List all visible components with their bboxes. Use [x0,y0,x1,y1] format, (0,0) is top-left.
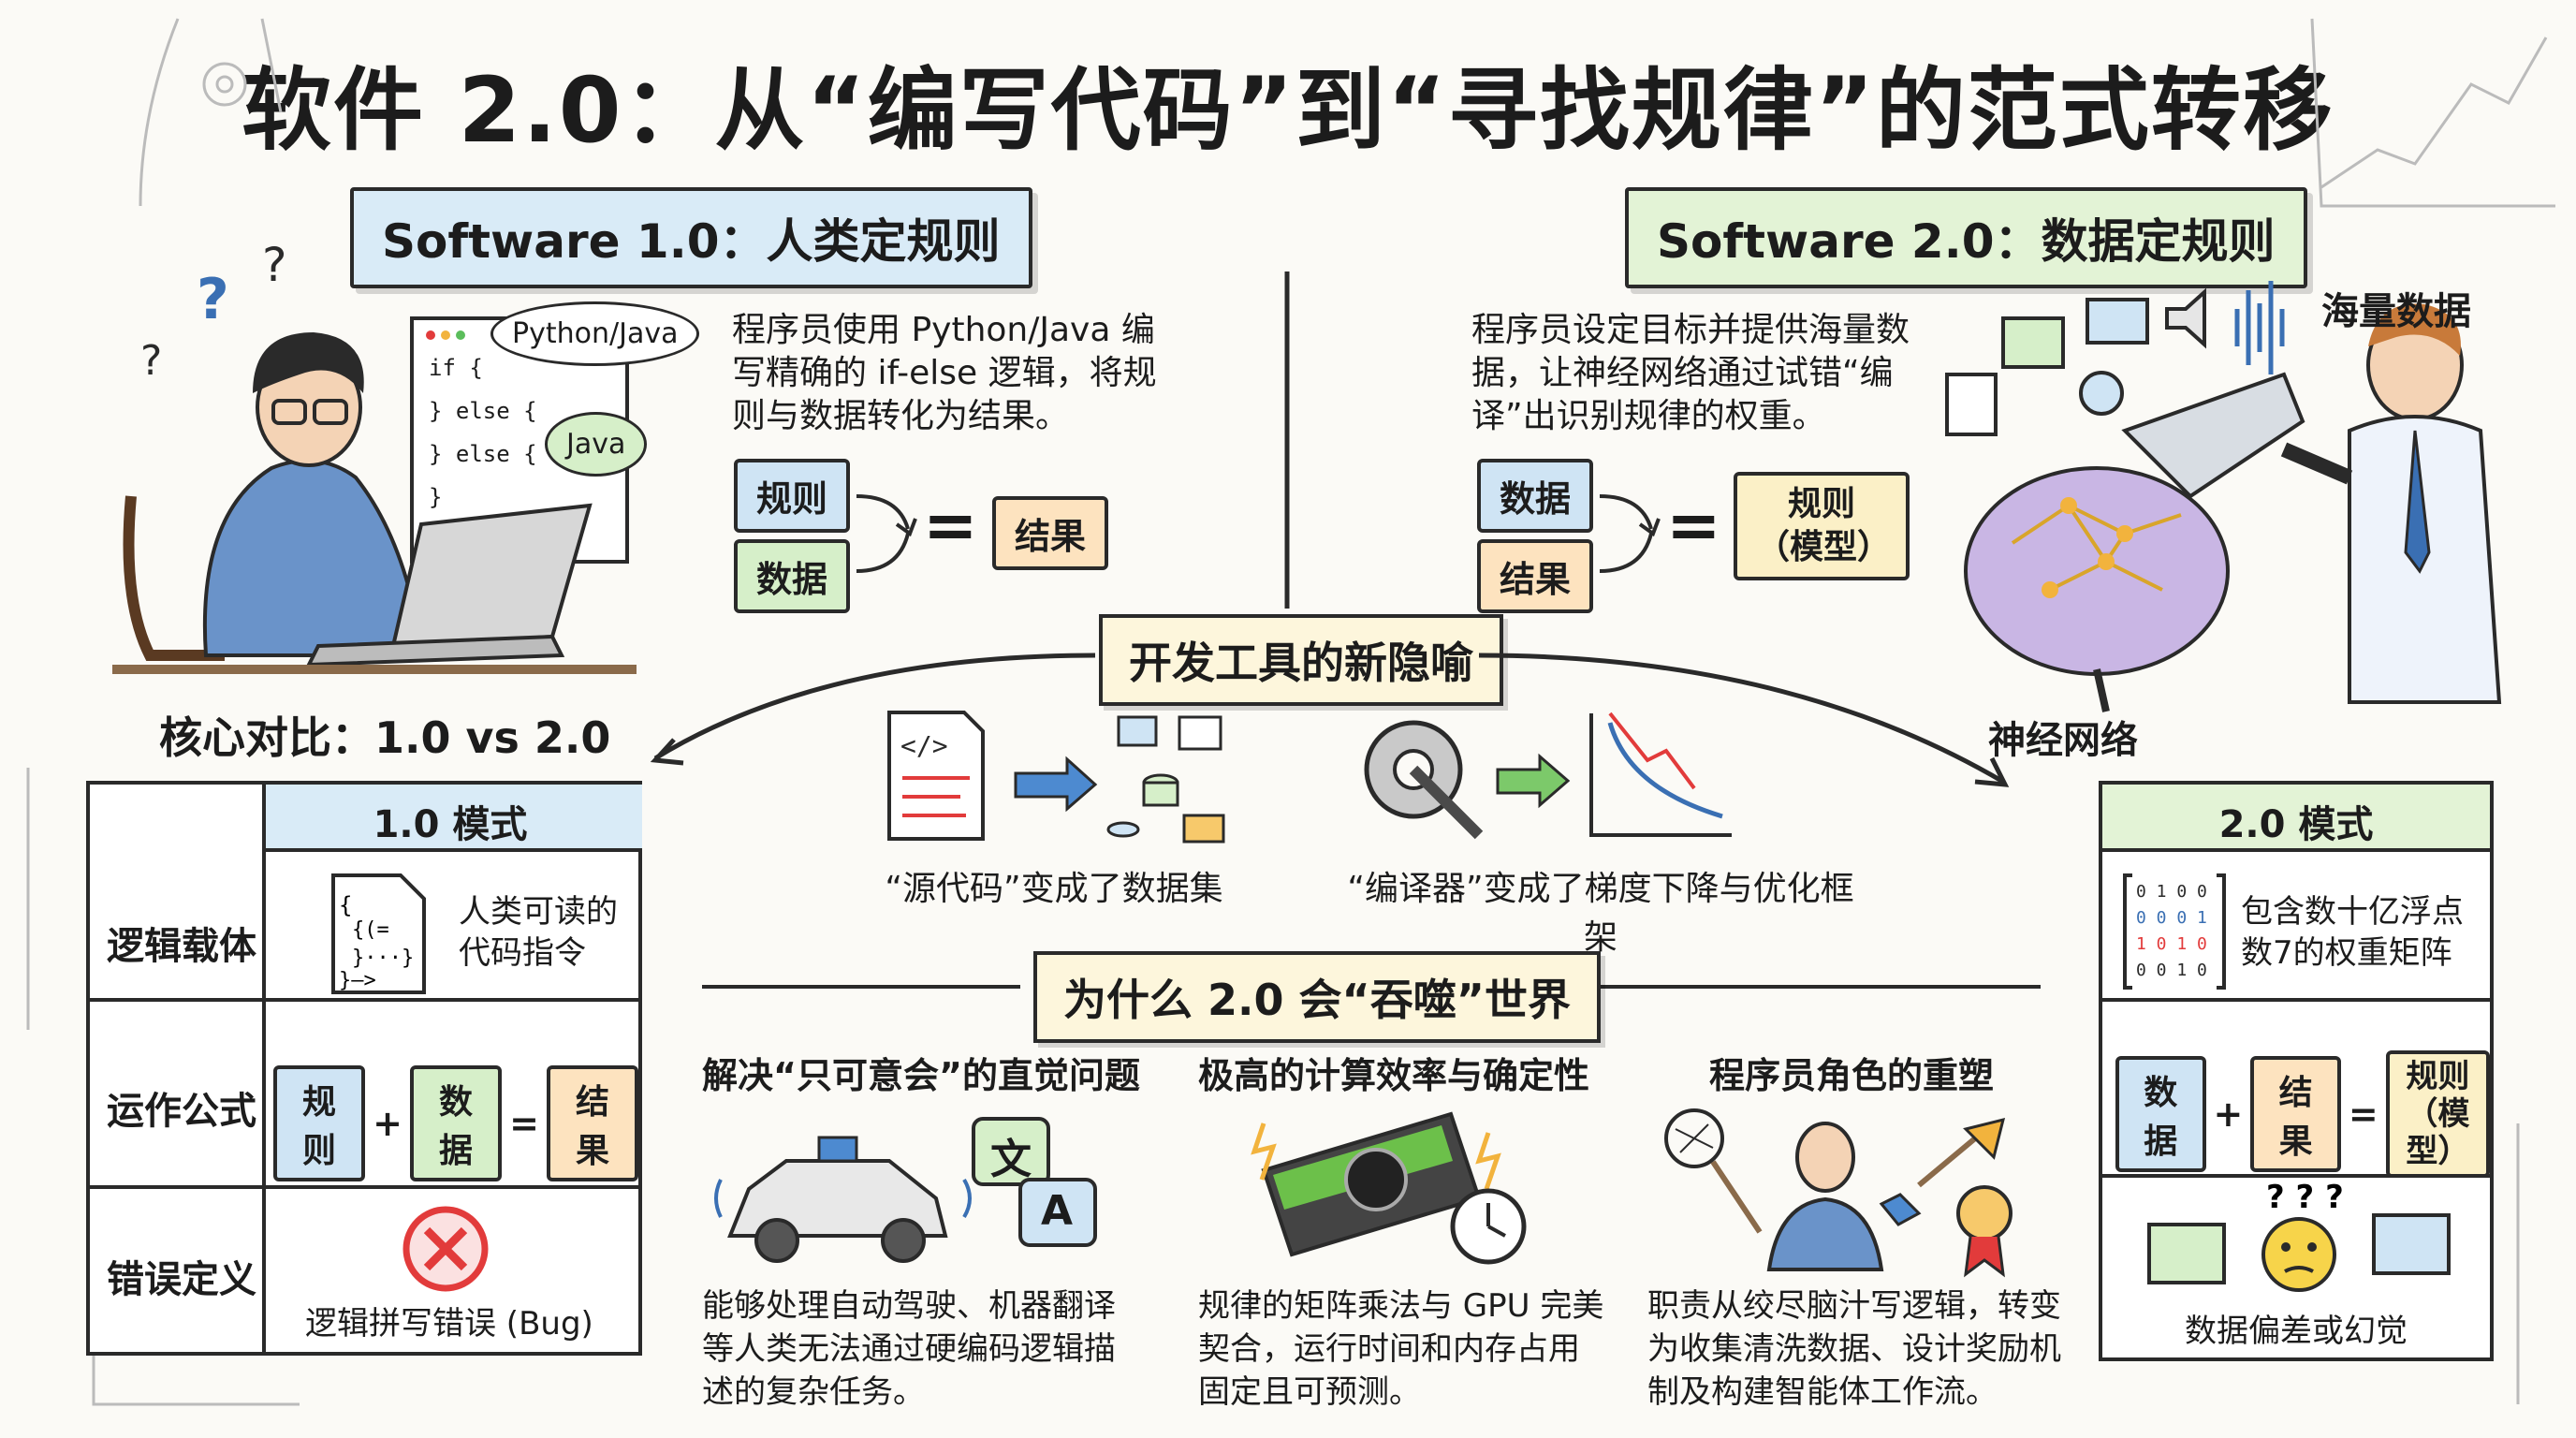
data-funnel-illustration [1945,281,2502,712]
why-col-3-title: 程序员角色的重塑 [1709,1055,1995,1096]
svg-text:?: ? [262,238,287,292]
table-divider [2102,998,2490,1002]
programmer-illustration: ? ? ? [112,238,637,674]
metaphor-heading: 开发工具的新隐喻 [1099,614,1503,706]
svg-text:}—>: }—> [339,969,376,992]
logic-carrier-2-value: 包含数十亿浮点数7的权重矩阵 [2241,893,2464,972]
code-line: } else { [429,398,537,424]
formula-2-rules-model: 规则（模型） [2385,1050,2490,1178]
formula-input-data: 数据 [734,539,851,613]
svg-text:1 0 1 0: 1 0 1 0 [2136,934,2207,954]
equals-sign: = [2348,1093,2378,1135]
svg-text:0 0 0 1: 0 0 0 1 [2136,908,2207,928]
why-col-3-text: 职责从绞尽脑汁写逻辑，转变为收集清洗数据、设计奖励机制及构建智能体工作流。 [1647,1287,2061,1411]
error-x-icon [402,1206,489,1292]
why-col-2-text: 规律的矩阵乘法与 GPU 完美契合，运行时间和内存占用固定且可预测。 [1198,1287,1604,1411]
svg-text:? ? ?: ? ? ? [2266,1179,2344,1216]
software-2-description: 程序员设定目标并提供海量数据，让神经网络通过试错“编译”出识别规律的权重。 [1471,311,1910,435]
merge-arrows-2 [1599,494,1661,573]
logic-carrier-1-value: 人类可读的代码指令 [459,893,618,972]
formula-input-rules: 规则 [734,459,851,533]
col-header-1-0: 1.0 模式 [373,803,528,846]
section-divider [1284,271,1290,609]
software-1-description: 程序员使用 Python/Java 编写精确的 if-else 逻辑，将规则与数… [732,311,1157,435]
massive-data-label: 海量数据 [2321,290,2471,333]
merge-arrows [856,494,917,573]
col-header-2-0: 2.0 模式 [2218,803,2374,846]
comparison-table-2: 2.0 模式 0 1 0 0 0 0 0 1 1 0 1 0 0 0 1 0 包… [2099,781,2494,1361]
translate-target-glyph: A [1041,1187,1074,1235]
why-col-1-title: 解决“只可意会”的直觉问题 [702,1055,1140,1096]
code-line: } else { [429,441,537,467]
table-divider [90,1185,638,1189]
plus-sign: + [2213,1093,2244,1135]
error-2-value: 数据偏差或幻觉 [2185,1313,2408,1350]
page-title: 软件 2.0：从“编写代码”到“寻找规律”的范式转移 [242,58,2334,163]
formula-2-data: 数据 [2115,1056,2206,1172]
why-col-1-text: 能够处理自动驾驶、机器翻译等人类无法通过硬编码逻辑描述的复杂任务。 [702,1287,1116,1411]
formula-2-row: 数据 + 结果 = 规则（模型） [2115,1050,2490,1178]
plus-sign: + [373,1103,402,1144]
translate-source-glyph: 文 [990,1136,1032,1183]
speech-bubble-python-java: Python/Java [490,301,700,366]
code-snippet: if { } else { } else { } [429,346,537,519]
table-divider [90,998,638,1002]
source-code-to-dataset-icons: </> [887,711,1225,844]
row-label-error: 错误定义 [107,1258,256,1301]
weight-matrix-icon: 0 1 0 0 0 0 0 1 1 0 1 0 0 0 1 0 [2123,873,2226,990]
hallucination-icon: ? ? ? [2147,1179,2451,1292]
col-header-1-bg [262,785,642,852]
neural-network-label: 神经网络 [1988,719,2138,762]
col-header-2-bg [2102,785,2490,852]
formula2-output-rules-model: 规则（模型） [1734,472,1910,580]
code-line: if { [429,355,483,381]
svg-text:?: ? [197,267,229,332]
formula-1-data: 数据 [409,1065,503,1181]
row-label-logic-carrier: 逻辑载体 [107,925,256,968]
formula-output-result: 结果 [992,496,1109,570]
equals-sign-2: = [1666,487,1721,564]
svg-text:{(=: {(= [352,918,389,942]
core-comparison-heading: 核心对比：1.0 vs 2.0 [159,712,611,763]
why-heading: 为什么 2.0 会“吞噬”世界 [1033,951,1601,1043]
software-2-heading: Software 2.0：数据定规则 [1625,187,2307,288]
metaphor-source-code-caption: “源代码”变成了数据集 [885,870,1223,908]
metaphor-compiler-caption: “编译器”变成了梯度下降与优化框架 [1347,870,1854,957]
svg-text:{: { [339,892,352,918]
code-doc-icon: { {(= }···} }—> [331,873,426,994]
self-driving-translate-icons [714,1117,1097,1263]
speech-bubble-java: Java [545,412,648,477]
why-col-2-title: 极高的计算效率与确定性 [1198,1055,1590,1096]
compiler-to-gradient-icons [1364,712,1732,840]
svg-text:0 0 1 0: 0 0 1 0 [2136,961,2207,980]
code-line: } [429,484,443,510]
svg-text:</>: </> [900,730,948,761]
formula-2-result: 结果 [2250,1056,2341,1172]
gpu-clock-icons [1251,1111,1527,1265]
row-label-formula: 运作公式 [107,1090,256,1133]
formula-1-rules: 规则 [273,1065,366,1181]
formula-1-row: 规则 + 数据 = 结果 [273,1065,639,1181]
table-divider [2102,1174,2490,1178]
software-1-heading: Software 1.0：人类定规则 [350,187,1032,288]
equals-sign: = [509,1103,539,1144]
formula2-input-result: 结果 [1477,539,1594,613]
svg-text:?: ? [140,337,162,385]
equals-sign: = [923,487,978,564]
formula-1-result: 结果 [546,1065,639,1181]
svg-text:}···}: }···} [352,946,414,970]
table-divider [262,785,266,1352]
svg-text:0 1 0 0: 0 1 0 0 [2136,882,2207,902]
error-1-value: 逻辑拼写错误 (Bug) [305,1305,593,1343]
comparison-table-1: 1.0 模式 逻辑载体 运作公式 错误定义 { {(= }···} }—> 人类… [86,781,642,1356]
programmer-role-icons [1664,1108,2012,1278]
formula2-input-data: 数据 [1477,459,1594,533]
